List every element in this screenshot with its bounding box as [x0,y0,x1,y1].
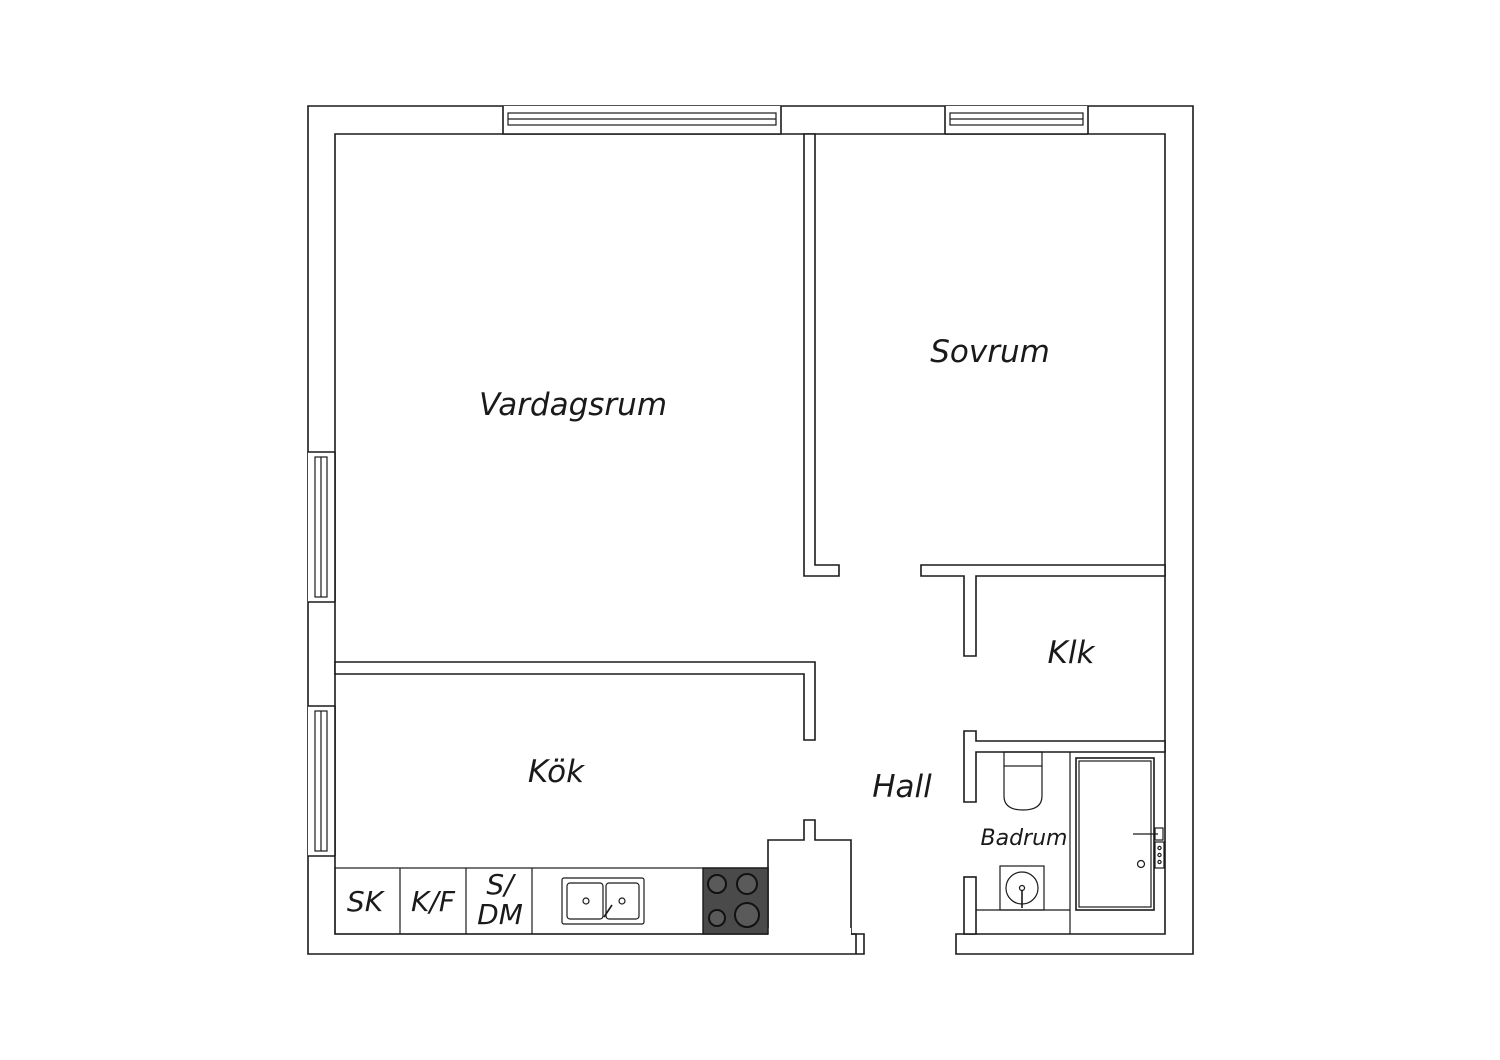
window-living-left [308,451,336,603]
toilet-icon [1003,751,1043,811]
window-living-top [502,106,782,135]
room-label-sovrum: Sovrum [930,334,1050,370]
kitchen-sink-icon [561,877,645,925]
room-label-klk: Klk [1048,635,1096,671]
appliance-label-sdm-line2: DM [477,898,523,931]
interior-walls [334,133,1166,954]
washbasin-icon [976,865,1070,911]
outer-walls [307,105,1194,955]
room-label-vardagsrum: Vardagsrum [479,387,667,423]
appliance-label-sdm-line1: S/ [486,868,516,901]
appliance-label-sk: SK [347,885,386,918]
window-bedroom-top [944,106,1089,135]
room-label-badrum: Badrum [981,826,1068,851]
room-label-kok: Kök [528,754,585,790]
cooktop-icon [702,867,769,935]
window-kitchen-left [308,705,336,857]
shower-cabin-icon [1069,752,1165,934]
appliance-label-kf: K/F [411,885,456,918]
room-label-hall: Hall [872,769,932,805]
